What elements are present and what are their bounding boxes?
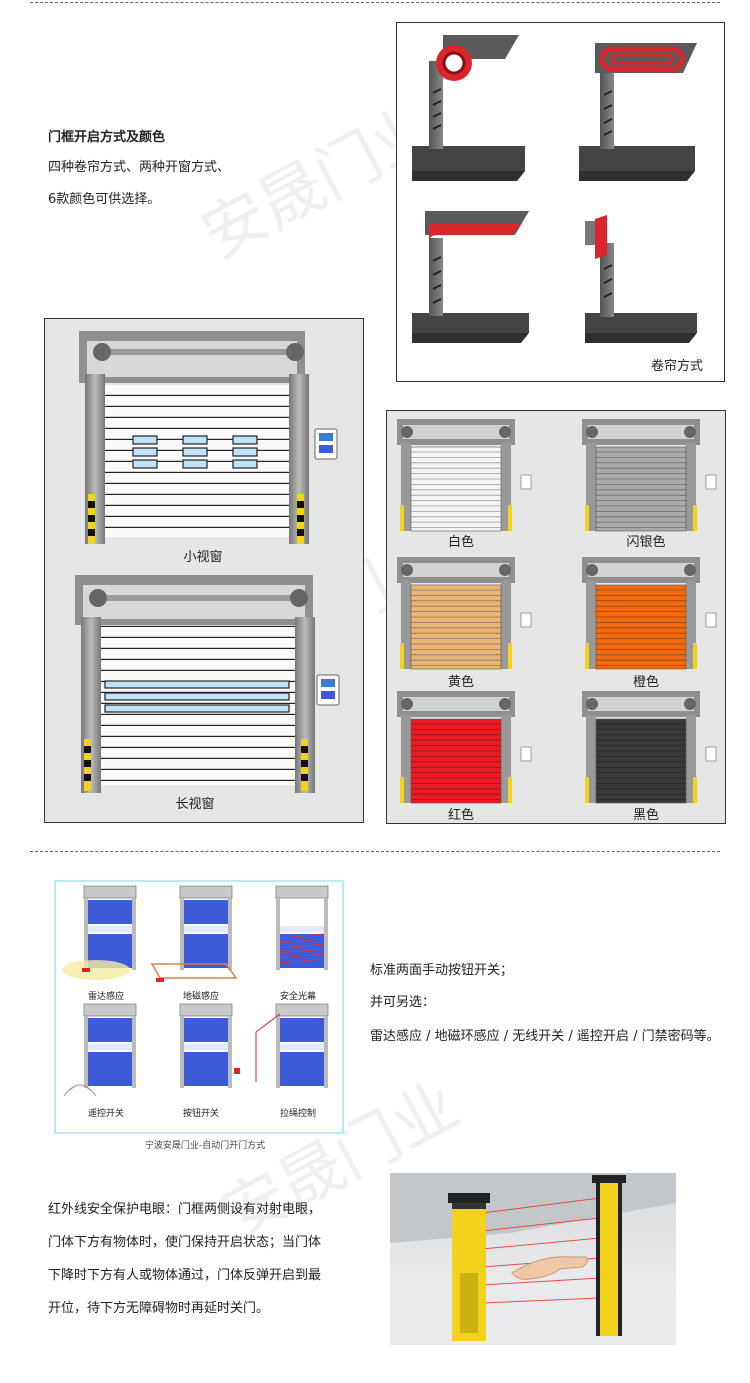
method-door-thumbnail <box>179 1003 233 1088</box>
pull-cord <box>255 1013 281 1082</box>
left-sensor-bar <box>448 1193 490 1341</box>
radar-zone <box>62 960 130 980</box>
right-sensor-bar <box>592 1175 626 1336</box>
color-door-thumbnail <box>582 691 717 804</box>
method-door-thumbnail <box>83 1003 137 1088</box>
safety-line-2: 门体下方有物体时，使门保持开启状态；当门体 <box>48 1235 322 1250</box>
intro-line-2: 6款颜色可供选择。 <box>48 192 161 207</box>
method-door-thumbnail <box>83 885 137 970</box>
section-title: 门框开启方式及颜色 <box>48 130 166 145</box>
method-label: 雷达感应 <box>87 992 124 1002</box>
methods-illustration <box>62 885 329 1097</box>
color-label: 橙色 <box>632 675 659 690</box>
roll-type-4 <box>585 215 697 343</box>
methods-footer: 宁波安晟门业-自动门开门方式 <box>144 1141 266 1151</box>
color-label: 黄色 <box>447 675 474 690</box>
switch-line-2: 并可另选： <box>370 995 436 1010</box>
colors-panel: 白色 闪银色 黄色 橙色 红色 黑色 <box>386 410 726 824</box>
light-curtain-illustration <box>390 1173 676 1345</box>
small-window-caption: 小视窗 <box>183 550 223 565</box>
intro-line-1: 四种卷帘方式、两种开窗方式、 <box>48 160 231 175</box>
light-curtain-photo <box>390 1173 676 1345</box>
color-door-thumbnail <box>397 419 532 532</box>
switch-line-3: 雷达感应 / 地磁环感应 / 无线开关 / 遥控开启 / 门禁密码等。 <box>370 1029 720 1044</box>
top-divider <box>30 2 720 3</box>
roll-type-2 <box>579 43 697 181</box>
safety-line-1: 红外线安全保护电眼：门框两侧设有对射电眼， <box>48 1202 322 1217</box>
color-door-thumbnail <box>397 557 532 670</box>
method-door-thumbnail <box>275 1003 329 1088</box>
button-marker <box>234 1068 240 1074</box>
switch-line-1: 标准两面手动按钮开关； <box>370 963 514 978</box>
method-label: 安全光幕 <box>279 992 316 1002</box>
ground-loop <box>150 963 238 979</box>
color-door-thumbnail <box>582 419 717 532</box>
color-doors-illustration <box>397 419 717 804</box>
color-door-thumbnail <box>582 557 717 670</box>
roll-types-panel: 卷帘方式 <box>396 22 725 382</box>
roll-type-1 <box>412 35 525 181</box>
color-label: 黑色 <box>632 808 659 823</box>
window-types-illustration <box>75 331 340 793</box>
color-label: 红色 <box>447 808 474 823</box>
roll-types-illustration <box>412 35 697 343</box>
window-types-panel: 小视窗 长视窗 <box>44 318 364 823</box>
roll-type-3 <box>412 211 529 343</box>
color-label: 闪银色 <box>626 535 666 550</box>
safety-line-4: 开位，待下方无障碍物时再延时关门。 <box>48 1301 270 1316</box>
yellow-black-post <box>88 494 304 544</box>
car-marker <box>82 968 90 972</box>
remote-waves <box>63 1084 97 1097</box>
long-window-door <box>75 575 340 793</box>
middle-divider <box>30 851 720 852</box>
method-label: 按钮开关 <box>182 1109 219 1119</box>
small-window-door <box>79 331 338 544</box>
car-marker <box>156 978 164 982</box>
long-window-caption: 长视窗 <box>175 797 215 812</box>
roll-types-caption: 卷帘方式 <box>650 359 703 374</box>
method-label: 拉绳控制 <box>279 1109 316 1119</box>
color-door-thumbnail <box>397 691 532 804</box>
method-label: 地磁感应 <box>182 992 219 1002</box>
method-door-thumbnail <box>275 885 329 970</box>
method-label: 遥控开关 <box>87 1109 124 1119</box>
safety-line-3: 下降时下方有人或物体通过，门体反弹开启到最 <box>48 1268 322 1283</box>
color-label: 白色 <box>447 535 474 550</box>
opening-methods-diagram: 雷达感应 地磁感应 安全光幕 遥控开关 按钮开关 拉绳控制 <box>54 880 344 1134</box>
method-door-thumbnail <box>179 885 233 970</box>
